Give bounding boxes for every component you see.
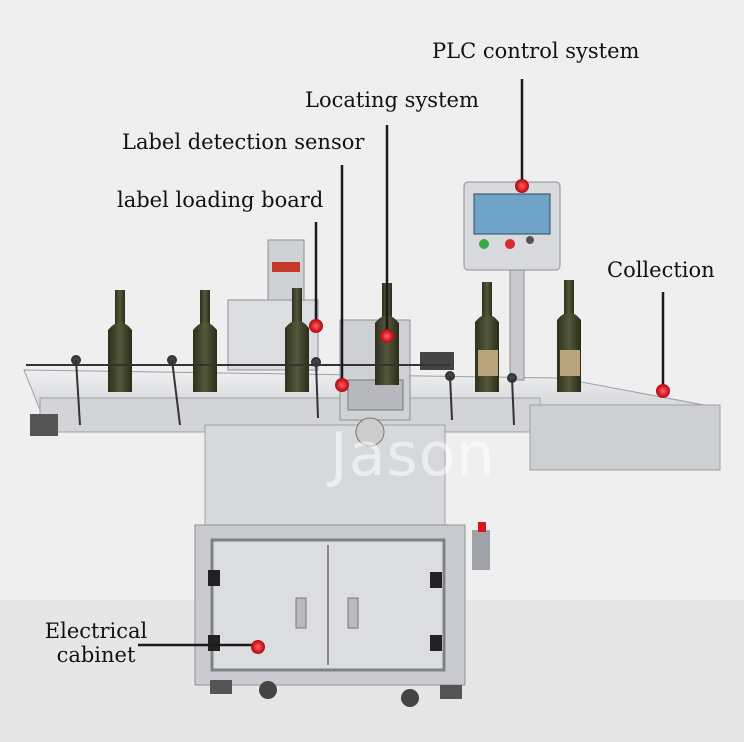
electrical-marker [251,640,265,654]
electrical-cabinet-line2: cabinet [56,643,136,667]
label-detection-marker [335,378,349,392]
locating-marker [380,329,394,343]
machine-body [194,424,490,707]
bottle [557,280,581,392]
label-detection-sensor-label: Label detection sensor [122,130,365,154]
electrical-cabinet-line1: Electrical [44,619,148,643]
plc-control-system-label: PLC control system [432,39,640,63]
callout-markers [251,179,670,654]
collection-marker [656,384,670,398]
electrical-cabinet-label: Electrical cabinet [40,619,152,667]
plc-marker [515,179,529,193]
watermark: Jason [330,420,496,490]
plc-panel [463,181,561,381]
label-loading-marker [309,319,323,333]
label-loading-board-label: label loading board [117,188,324,212]
bottle [285,288,309,392]
locating-system-label: Locating system [305,88,479,112]
bottle [108,290,132,392]
callout-leaders [138,79,665,647]
bottle [475,282,499,392]
guide-rails [26,355,517,426]
collection-label: Collection [607,258,715,282]
bottle [193,290,217,392]
